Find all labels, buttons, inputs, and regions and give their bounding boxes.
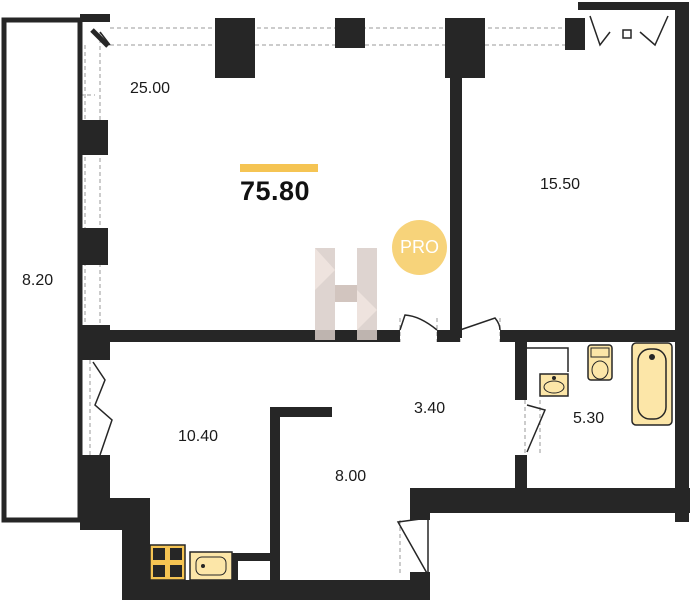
bath-fixtures bbox=[527, 342, 673, 426]
balcony-area: 8.20 bbox=[22, 272, 54, 289]
corridor-area: 8.00 bbox=[335, 468, 367, 485]
watermark-logo-icon bbox=[315, 248, 377, 340]
doors bbox=[92, 15, 669, 578]
kitchen-area: 10.40 bbox=[178, 428, 219, 445]
window-frames bbox=[90, 28, 111, 48]
pro-badge: PRO bbox=[392, 220, 447, 275]
total-area-value: 75.80 bbox=[240, 176, 311, 206]
hall-area: 3.40 bbox=[414, 400, 446, 417]
kitchen-fixtures bbox=[149, 544, 233, 581]
bathroom-area: 5.30 bbox=[573, 410, 605, 427]
total-area-accent-bar bbox=[240, 164, 318, 172]
balcony-outline bbox=[1, 17, 83, 523]
bedroom-area: 15.50 bbox=[540, 176, 581, 193]
living-room-area: 25.00 bbox=[130, 80, 171, 97]
walls bbox=[80, 2, 690, 600]
